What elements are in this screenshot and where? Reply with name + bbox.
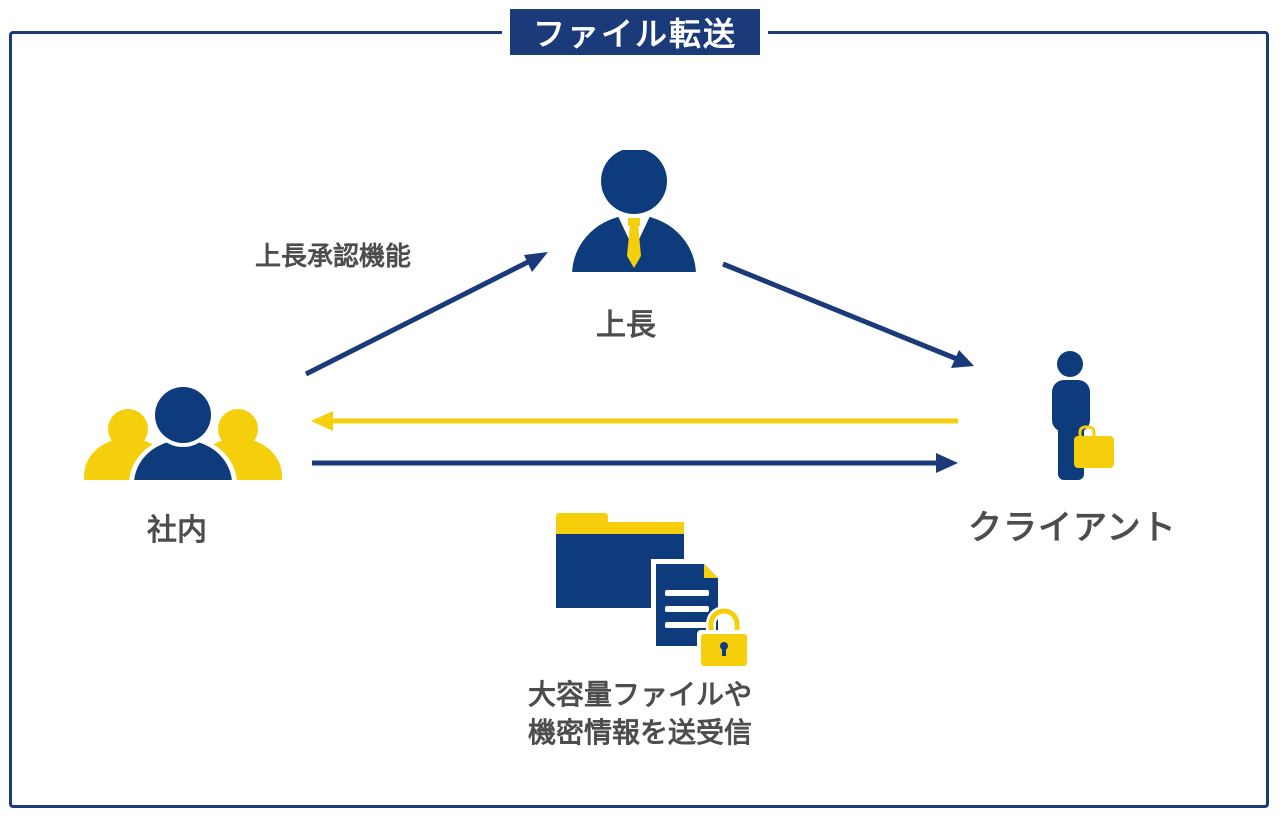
client-with-briefcase-icon (1052, 351, 1114, 480)
diagram-title: ファイル転送 (510, 9, 760, 55)
file-caption-line2: 機密情報を送受信 (527, 716, 752, 749)
approval-feature-label: 上長承認機能 (255, 242, 412, 272)
file-caption: 大容量ファイルや 機密情報を送受信 (500, 676, 780, 752)
arrow-internal-to-client (312, 453, 958, 473)
locked-folder-icon (556, 513, 751, 670)
boss-label: 上長 (596, 308, 656, 343)
internal-label: 社内 (147, 513, 207, 548)
group-of-people-icon (84, 383, 282, 480)
boss-icon (572, 150, 696, 272)
file-caption-line1: 大容量ファイルや (527, 678, 752, 711)
arrow-client-to-internal (311, 411, 958, 431)
title-wrap: ファイル転送 (502, 6, 768, 58)
arrow-boss-to-client (722, 261, 974, 368)
arrow-internal-to-boss (304, 252, 548, 377)
client-label: クライアント (968, 508, 1177, 548)
